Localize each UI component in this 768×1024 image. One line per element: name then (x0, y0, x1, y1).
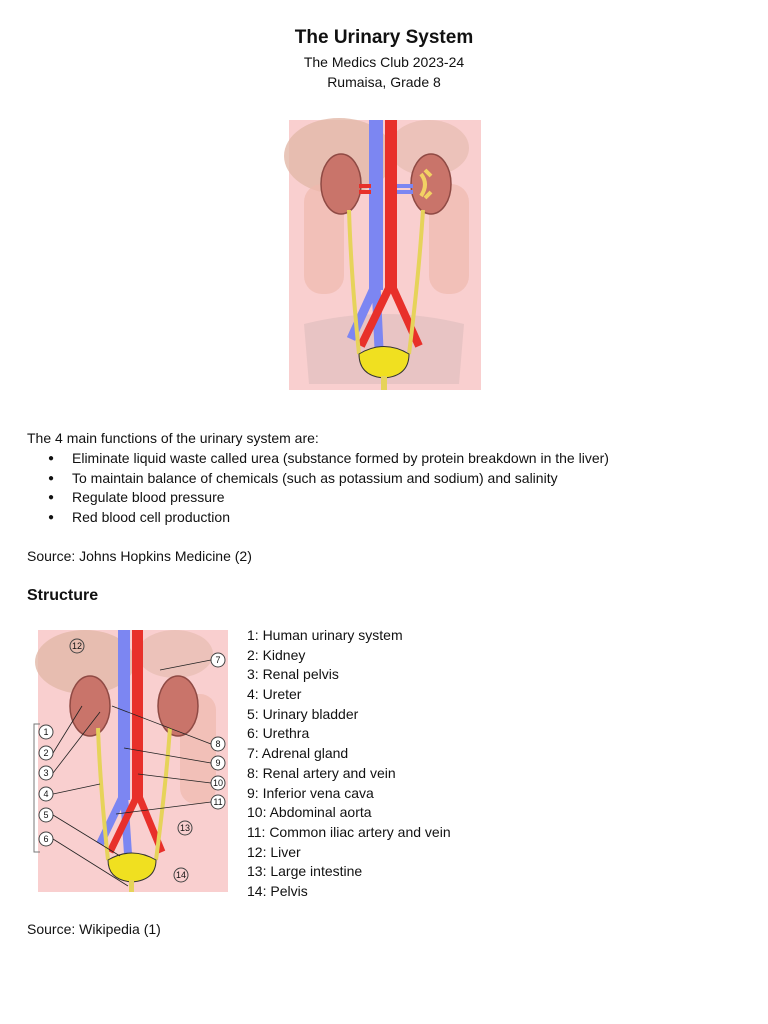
urinary-system-illustration (284, 118, 481, 390)
list-item: 9: Inferior vena cava (247, 784, 374, 801)
callout-3: 3 (43, 768, 48, 778)
list-item: Regulate blood pressure (48, 488, 609, 508)
callout-2: 2 (43, 748, 48, 758)
list-item: 13: Large intestine (247, 863, 363, 880)
list-item: 3: Renal pelvis (247, 666, 339, 683)
list-item: 1: Human urinary system (247, 627, 403, 643)
list-item: 14: Pelvis (247, 882, 308, 899)
callout-12: 12 (72, 641, 82, 651)
list-item: 5: Urinary bladder (247, 705, 359, 722)
callout-14: 14 (176, 870, 186, 880)
subtitle-author: Rumaisa, Grade 8 (327, 74, 441, 90)
list-item: 2: Kidney (247, 646, 306, 663)
functions-intro: The 4 main functions of the urinary syst… (27, 430, 319, 446)
callout-10: 10 (213, 778, 223, 788)
source-citation: Source: Johns Hopkins Medicine (2) (27, 548, 252, 564)
list-item: 12: Liver (247, 843, 301, 860)
callout-7: 7 (215, 655, 220, 665)
callout-5: 5 (43, 810, 48, 820)
callout-4: 4 (43, 789, 48, 799)
subtitle-club: The Medics Club 2023-24 (303, 54, 465, 70)
list-item: 8: Renal artery and vein (247, 764, 396, 781)
list-item: 11: Common iliac artery and vein (247, 823, 451, 840)
list-item: 7: Adrenal gland (247, 745, 349, 762)
source-citation: Source: Wikipedia (1) (27, 921, 161, 937)
section-heading: Structure (27, 587, 99, 604)
functions-list: Eliminate liquid waste called urea (subs… (48, 449, 609, 528)
structure-parts-list: 1: Human urinary system 2: Kidney 3: Ren… (247, 626, 451, 902)
callout-8: 8 (215, 739, 220, 749)
callout-13: 13 (180, 823, 190, 833)
labeled-urinary-diagram: 1 2 3 4 5 6 7 8 9 10 11 12 13 14 (33, 630, 228, 892)
callout-9: 9 (215, 758, 220, 768)
list-item: To maintain balance of chemicals (such a… (48, 469, 609, 489)
list-item: Eliminate liquid waste called urea (subs… (48, 449, 609, 469)
list-item: 6: Urethra (247, 725, 310, 742)
page-title: The Urinary System (294, 27, 474, 48)
list-item: 10: Abdominal aorta (247, 804, 372, 821)
callout-6: 6 (43, 834, 48, 844)
callout-1: 1 (43, 727, 48, 737)
callout-11: 11 (213, 797, 222, 807)
list-item: 4: Ureter (247, 686, 302, 703)
list-item: Red blood cell production (48, 508, 609, 528)
